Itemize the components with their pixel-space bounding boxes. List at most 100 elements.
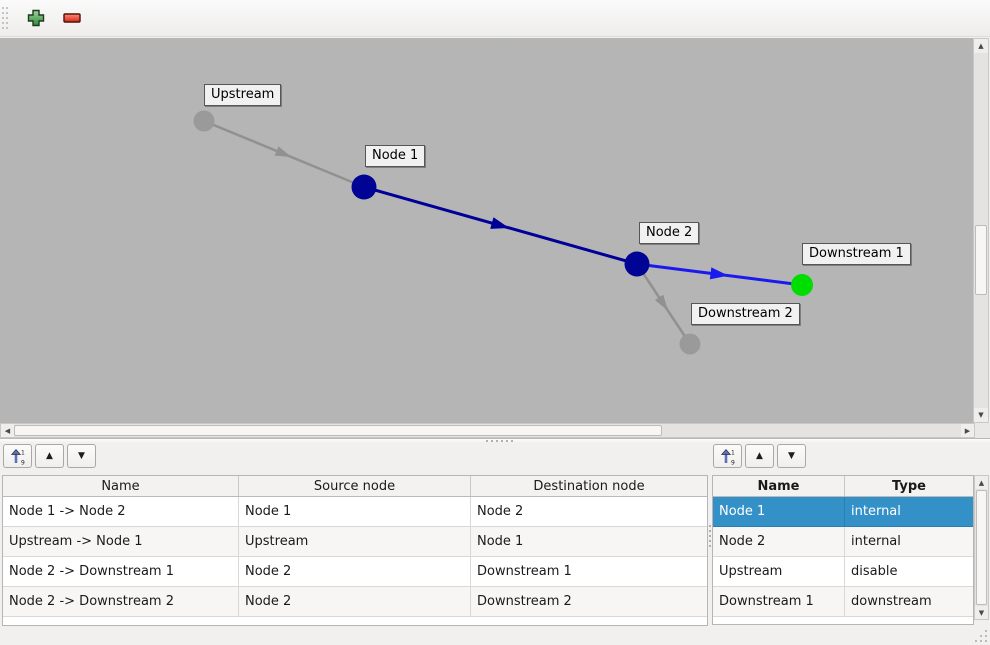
main-toolbar — [0, 0, 990, 37]
column-header-destination-node[interactable]: Destination node — [533, 478, 645, 494]
scroll-down-button[interactable]: ▼ — [974, 408, 988, 422]
table-cell[interactable]: Upstream — [713, 557, 845, 587]
graph-node[interactable] — [351, 174, 377, 200]
edge-arrow-icon — [490, 217, 510, 229]
node-move-down-button[interactable]: ▼ — [777, 444, 806, 468]
canvas-horizontal-scrollbar[interactable]: ◀ ▶ — [0, 423, 975, 438]
node-label[interactable]: Node 2 — [639, 222, 700, 244]
table-cell[interactable]: internal — [845, 497, 973, 527]
svg-text:9: 9 — [21, 459, 25, 465]
node-label[interactable]: Downstream 1 — [802, 243, 911, 265]
toolbar-drag-handle[interactable] — [2, 7, 10, 29]
table-cell[interactable]: Node 1 -> Node 2 — [3, 497, 239, 527]
table-cell[interactable]: Node 1 — [713, 497, 845, 527]
nodes-table-header: Name Type — [713, 476, 973, 497]
table-cell[interactable]: Downstream 1 — [471, 557, 707, 587]
table-cell[interactable]: Node 1 — [471, 527, 707, 557]
up-triangle-icon: ▲ — [46, 451, 53, 461]
minus-icon — [63, 12, 81, 23]
graph-svg — [193, 110, 813, 355]
scroll-up-button[interactable]: ▲ — [975, 476, 988, 489]
table-cell[interactable]: Node 2 — [239, 587, 471, 617]
edge-arrow-icon — [709, 267, 729, 280]
svg-text:1: 1 — [731, 449, 735, 456]
table-cell[interactable]: Node 2 — [713, 527, 845, 557]
nodes-table-scrollbar[interactable]: ▲ ▼ — [974, 475, 989, 620]
table-cell[interactable]: Node 2 -> Downstream 2 — [3, 587, 239, 617]
node-label[interactable]: Upstream — [204, 84, 282, 106]
edge-move-down-button[interactable]: ▼ — [67, 444, 96, 468]
vertical-splitter[interactable] — [708, 475, 712, 626]
graph-node[interactable] — [624, 251, 650, 277]
table-cell[interactable]: Node 2 — [239, 557, 471, 587]
table-cell[interactable]: Upstream — [239, 527, 471, 557]
add-button[interactable] — [20, 3, 52, 33]
scroll-down-button[interactable]: ▼ — [975, 606, 988, 619]
edge-arrow-icon — [654, 294, 668, 311]
node-move-up-button[interactable]: ▲ — [745, 444, 774, 468]
node-sort-button[interactable]: 1 9 — [713, 444, 742, 468]
sort-ascending-icon: 1 9 — [10, 448, 25, 465]
scroll-left-button[interactable]: ◀ — [1, 424, 14, 437]
scroll-up-button[interactable]: ▲ — [974, 39, 988, 53]
table-cell[interactable]: Downstream 2 — [471, 587, 707, 617]
graph-node[interactable] — [193, 110, 215, 132]
node-label[interactable]: Downstream 2 — [691, 303, 800, 325]
table-cell[interactable]: Upstream -> Node 1 — [3, 527, 239, 557]
canvas-vertical-scrollbar[interactable]: ▲ ▼ — [973, 38, 989, 423]
down-triangle-icon: ▼ — [788, 451, 795, 461]
table-cell[interactable]: Node 1 — [239, 497, 471, 527]
remove-button[interactable] — [56, 3, 88, 33]
down-triangle-icon: ▼ — [78, 451, 85, 461]
up-triangle-icon: ▲ — [756, 451, 763, 461]
column-header-type[interactable]: Type — [892, 478, 926, 494]
scroll-right-button[interactable]: ▶ — [961, 424, 974, 437]
sort-ascending-icon: 1 9 — [720, 448, 735, 465]
horizontal-scroll-thumb[interactable] — [14, 425, 662, 436]
svg-text:9: 9 — [731, 459, 735, 465]
edges-table-header: Name Source node Destination node — [3, 476, 707, 497]
graph-node[interactable] — [679, 333, 701, 355]
down-arrow-icon: ▼ — [978, 411, 984, 419]
table-cell[interactable]: internal — [845, 527, 973, 557]
table-cell[interactable]: Node 2 — [471, 497, 707, 527]
down-arrow-icon: ▼ — [978, 608, 985, 617]
svg-text:1: 1 — [21, 449, 25, 456]
table-cell[interactable]: Node 2 -> Downstream 1 — [3, 557, 239, 587]
left-arrow-icon: ◀ — [4, 426, 11, 435]
graph-node[interactable] — [791, 274, 813, 296]
up-arrow-icon: ▲ — [978, 42, 984, 50]
table-cell[interactable]: downstream — [845, 587, 973, 617]
up-arrow-icon: ▲ — [978, 478, 985, 487]
window-resize-grip[interactable] — [975, 630, 987, 642]
edge-arrow-icon — [274, 146, 292, 158]
column-header-name[interactable]: Name — [3, 476, 239, 496]
node-label[interactable]: Node 1 — [365, 145, 426, 167]
column-header-name[interactable]: Name — [713, 476, 845, 496]
horizontal-splitter[interactable] — [0, 438, 990, 443]
column-header-source-node[interactable]: Source node — [239, 476, 471, 496]
table-cell[interactable]: Downstream 1 — [713, 587, 845, 617]
edge-sort-button[interactable]: 1 9 — [3, 444, 32, 468]
vertical-scroll-thumb[interactable] — [975, 225, 987, 295]
right-arrow-icon: ▶ — [964, 426, 971, 435]
scrollbar-corner — [975, 423, 990, 438]
splitter-handle-icon — [709, 525, 711, 527]
plus-icon — [27, 9, 45, 27]
vertical-scroll-thumb[interactable] — [976, 490, 987, 605]
table-cell[interactable]: disable — [845, 557, 973, 587]
splitter-handle-icon — [486, 440, 518, 443]
edge-move-up-button[interactable]: ▲ — [35, 444, 64, 468]
